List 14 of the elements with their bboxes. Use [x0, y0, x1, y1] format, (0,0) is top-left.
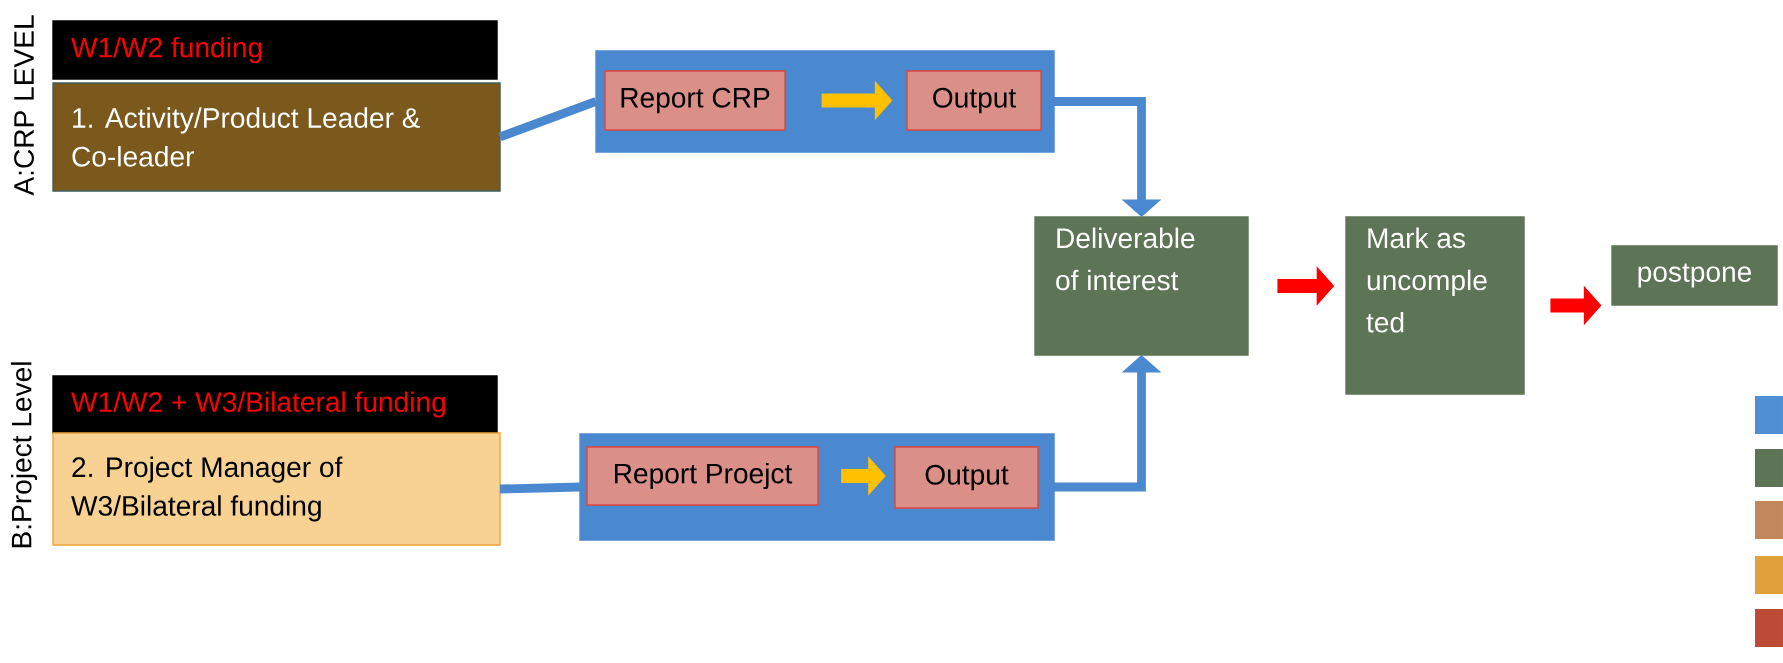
process-box: Report Proejct — [586, 446, 819, 506]
level-label: A:CRP LEVEL — [14, 15, 34, 196]
process-box: Deliverable of interest — [1034, 216, 1249, 356]
funding-bar: W1/W2 + W3/Bilateral funding — [52, 375, 498, 434]
process-box: Mark as uncomple ted — [1345, 216, 1525, 395]
process-box: Output — [906, 70, 1042, 131]
arrow — [1054, 97, 1162, 217]
funding-bar: W1/W2 funding — [52, 20, 498, 80]
process-box: Report CRP — [604, 70, 786, 131]
level-label: B:Project Level — [10, 362, 38, 548]
role-box: 2. Project Manager of W3/Bilateral funding — [52, 432, 501, 546]
process-box: postpone — [1611, 245, 1778, 306]
process-box: Output — [894, 446, 1039, 509]
role-box: 1. Activity/Product Leader & Co-leader — [52, 82, 501, 192]
